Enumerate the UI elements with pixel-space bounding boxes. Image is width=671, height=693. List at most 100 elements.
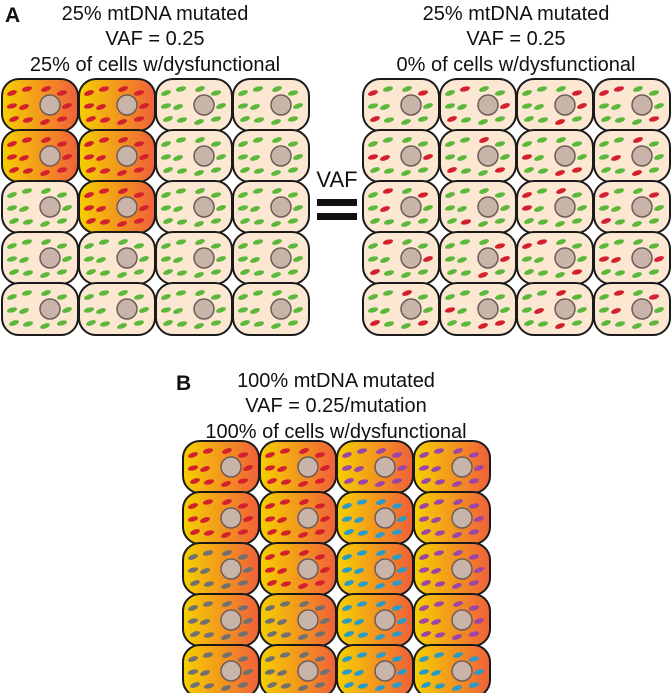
nucleus bbox=[193, 94, 215, 116]
mitochondrion bbox=[298, 583, 308, 589]
mitochondrion bbox=[524, 269, 534, 275]
mitochondrion bbox=[267, 631, 277, 637]
mitochondrion bbox=[237, 307, 249, 313]
mitochondrion bbox=[252, 137, 264, 143]
mitochondrion bbox=[500, 103, 510, 109]
mitochondrion bbox=[417, 218, 429, 224]
nucleus bbox=[39, 196, 61, 218]
mitochondrion bbox=[494, 218, 506, 224]
mitochondrion bbox=[187, 669, 199, 675]
panel-b-dysfunction: 100% of cells w/dysfunctional bbox=[205, 421, 466, 443]
mitochondrion bbox=[314, 580, 326, 586]
mitochondrion bbox=[537, 219, 549, 225]
mitochondrion bbox=[401, 272, 411, 278]
mitochondrion bbox=[271, 221, 281, 227]
nucleus bbox=[477, 145, 499, 167]
mitochondrion bbox=[117, 272, 127, 278]
mitochondrion bbox=[344, 682, 354, 688]
mitochondrion bbox=[22, 270, 34, 276]
cell-dys-gray bbox=[259, 593, 337, 647]
mitochondrion bbox=[22, 321, 34, 327]
mitochondrion bbox=[210, 269, 222, 275]
cell-healthy bbox=[232, 129, 310, 183]
mitochondrion bbox=[556, 137, 566, 143]
mitochondrion bbox=[264, 567, 276, 573]
mitochondrion bbox=[320, 465, 330, 471]
mitochondrion bbox=[41, 239, 51, 245]
mitochondrion bbox=[314, 452, 326, 458]
vaf-label: VAF bbox=[316, 167, 357, 192]
nucleus bbox=[374, 456, 396, 478]
mitochondrion bbox=[354, 670, 364, 676]
mitochondrion bbox=[272, 188, 282, 194]
mitochondrion bbox=[160, 154, 172, 160]
mitochondrion bbox=[176, 117, 188, 123]
mitochondrion bbox=[468, 580, 480, 586]
mitochondrion bbox=[421, 478, 431, 484]
mitochondrion bbox=[83, 103, 95, 109]
mitochondrion bbox=[601, 116, 611, 122]
mitochondrion bbox=[163, 218, 173, 224]
cell-dys-red bbox=[78, 78, 156, 132]
mitochondrion bbox=[264, 516, 276, 522]
mitochondrion bbox=[536, 86, 548, 92]
mitochondrion bbox=[383, 270, 395, 276]
cell-dys-blue bbox=[336, 593, 414, 647]
mitochondrion bbox=[252, 290, 264, 296]
mitochondrion bbox=[19, 155, 29, 161]
mitochondrion bbox=[344, 631, 354, 637]
mitochondrion bbox=[7, 141, 17, 147]
cell-mixed bbox=[362, 282, 440, 336]
mitochondrion bbox=[133, 320, 145, 326]
mitochondrion bbox=[221, 685, 231, 691]
mitochondrion bbox=[459, 137, 471, 143]
cell-mixed bbox=[362, 78, 440, 132]
cell-healthy bbox=[155, 282, 233, 336]
mitochondrion bbox=[536, 188, 548, 194]
mitochondrion bbox=[237, 554, 249, 560]
mitochondrion bbox=[190, 529, 200, 535]
cell-mixed bbox=[362, 180, 440, 234]
mitochondrion bbox=[611, 155, 621, 161]
mitochondrion bbox=[367, 256, 379, 262]
mitochondrion bbox=[354, 466, 364, 472]
mitochondrion bbox=[556, 86, 566, 92]
mitochondrion bbox=[117, 323, 127, 329]
mitochondrion bbox=[210, 218, 222, 224]
mitochondrion bbox=[370, 167, 380, 173]
mitochondrion bbox=[287, 294, 299, 300]
mitochondrion bbox=[190, 580, 200, 586]
nucleus bbox=[631, 94, 653, 116]
mitochondrion bbox=[40, 119, 50, 125]
mitochondrion bbox=[536, 239, 548, 245]
mitochondrion bbox=[200, 466, 210, 472]
nucleus bbox=[374, 660, 396, 682]
nucleus bbox=[451, 558, 473, 580]
cell-mixed bbox=[593, 231, 671, 285]
mitochondrion bbox=[341, 669, 353, 675]
mitochondrion bbox=[537, 117, 549, 123]
mitochondrion bbox=[460, 117, 472, 123]
mitochondrion bbox=[648, 294, 660, 300]
cell-dys-blue bbox=[336, 491, 414, 545]
mitochondrion bbox=[356, 448, 368, 454]
mitochondrion bbox=[83, 154, 95, 160]
mitochondrion bbox=[139, 154, 149, 160]
mitochondrion bbox=[648, 320, 660, 326]
nucleus bbox=[374, 507, 396, 529]
mitochondrion bbox=[433, 550, 445, 556]
mitochondrion bbox=[86, 116, 96, 122]
mitochondrion bbox=[200, 517, 210, 523]
mitochondrion bbox=[444, 307, 456, 313]
mitochondrion bbox=[494, 294, 506, 300]
mitochondrion bbox=[474, 516, 484, 522]
mitochondrion bbox=[356, 601, 368, 607]
mitochondrion bbox=[216, 103, 226, 109]
mitochondrion bbox=[160, 205, 172, 211]
mitochondrion bbox=[654, 307, 664, 313]
mitochondrion bbox=[376, 499, 386, 505]
cell-dys-red bbox=[1, 129, 79, 183]
mitochondrion bbox=[494, 192, 506, 198]
mitochondrion bbox=[188, 503, 198, 509]
mitochondrion bbox=[402, 86, 412, 92]
